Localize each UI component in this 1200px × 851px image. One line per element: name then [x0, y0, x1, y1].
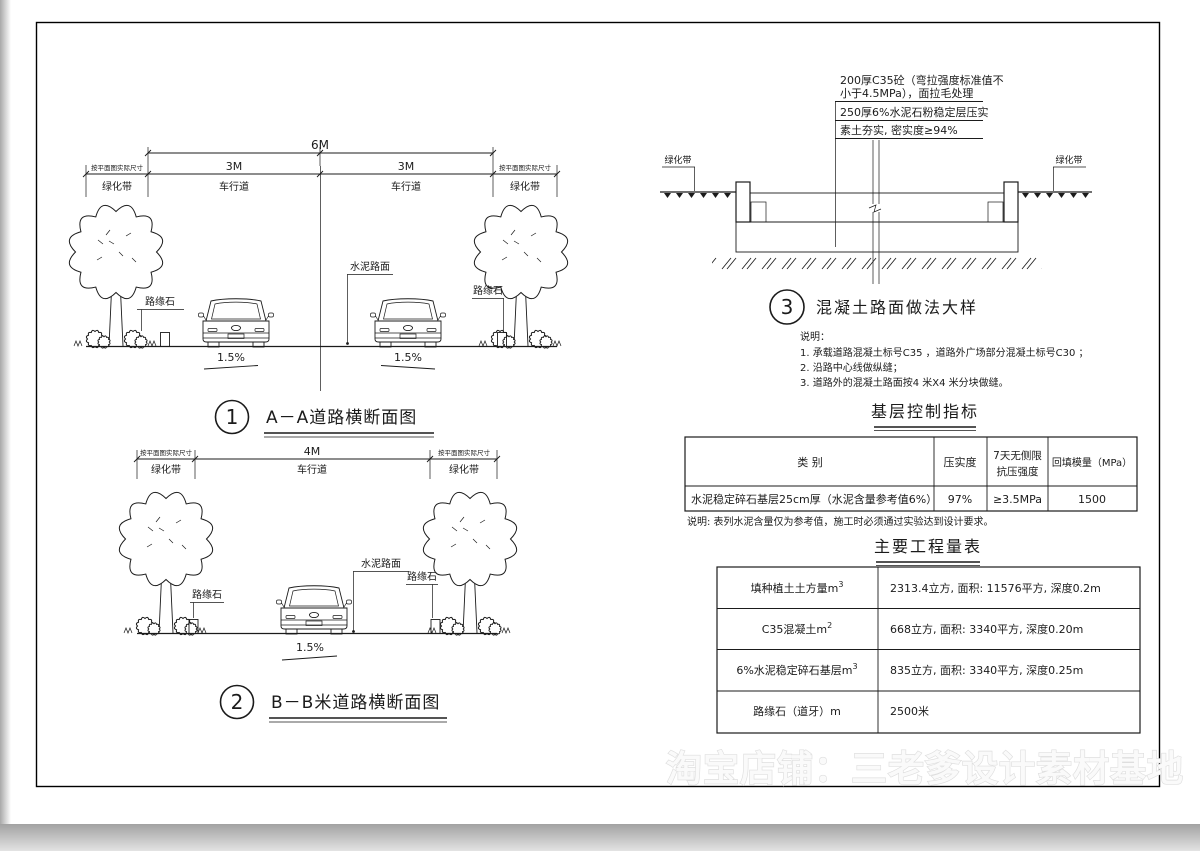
section-title: A－A道路横断面图 — [266, 408, 417, 428]
curb-left — [188, 619, 199, 634]
curb-footing-right — [987, 201, 1004, 223]
label-curb-left: 路缘石 — [192, 588, 222, 601]
annotation-subgrade: 素土夯实, 密实度≥94% — [840, 123, 958, 137]
cell-item: 6%水泥稳定碎石基层m3 — [736, 662, 857, 677]
label-green-right: 绿化带 — [449, 463, 479, 476]
label-lane: 车行道 — [297, 463, 327, 476]
col-category: 类 别 — [797, 455, 823, 469]
notes-title: 说明： — [800, 330, 830, 343]
dim-lane-left: 3M — [226, 160, 243, 173]
detail-pavement: 200厚C35砼（弯拉强度标准值不 小于4.5MPa），面拉毛处理 250厚6%… — [660, 73, 1092, 389]
cell-strength: ≥3.5MPa — [993, 493, 1042, 506]
section-title: B－B米道路横断面图 — [271, 693, 440, 713]
section-bb: 4M 按平面图实际尺寸 按平面图实际尺寸 绿化带 车行道 绿化带 水泥路面 路缘… — [119, 445, 516, 723]
cell-value: 668立方, 面积: 3340平方, 深度0.20m — [890, 622, 1083, 636]
drawing-border — [35, 21, 1161, 788]
section-number: 2 — [231, 690, 244, 714]
table-row: 路缘石（道牙）m 2500米 — [753, 704, 929, 718]
label-curb-left: 路缘石 — [145, 295, 175, 308]
annotation-base: 250厚6%水泥石粉稳定层压实 — [840, 105, 988, 119]
label-curb-right: 路缘石 — [407, 570, 437, 583]
label-pavement: 水泥路面 — [350, 260, 390, 273]
curb-right — [1003, 181, 1019, 223]
car-left — [198, 298, 274, 348]
curb-left — [735, 181, 751, 223]
curb-left — [160, 332, 170, 347]
base-layer — [735, 221, 1019, 253]
section-number-circle — [219, 684, 255, 720]
base-control-table: 基层控制指标 类 别 压实度 7天无侧限 抗压强度 回填模量（MPa） 水泥稳定… — [684, 402, 1138, 528]
car — [276, 585, 352, 635]
tree-left — [69, 205, 162, 348]
dim-note-right: 按平面图实际尺寸 — [438, 448, 491, 457]
table-row: 填种植土土方量m3 2313.4立方, 面积: 11576平方, 深度0.2m — [751, 580, 1101, 595]
slope-right: 1.5% — [394, 351, 422, 364]
label-pavement: 水泥路面 — [361, 557, 401, 570]
dim-note-left: 按平面图实际尺寸 — [91, 163, 144, 172]
slope: 1.5% — [296, 641, 324, 654]
tree-right — [474, 205, 567, 348]
cell-item: 路缘石（道牙）m — [753, 704, 841, 718]
cell-category: 水泥稳定碎石基层25cm厚（水泥含量参考值6%） — [691, 492, 937, 506]
tree-right — [423, 492, 516, 635]
table-title: 主要工程量表 — [874, 537, 982, 556]
section-aa: 6M 3M 3M 按平面图实际尺寸 按平面图实际尺寸 绿化带 车行道 车行道 绿… — [69, 138, 567, 438]
dim-total: 6M — [311, 138, 329, 152]
note-1: 1. 承载道路混凝土标号C35 ，道路外广场部分混凝土标号C30 ； — [800, 346, 1089, 359]
concrete-layer — [749, 192, 1005, 223]
note-2: 2. 沿路中心线做纵缝； — [800, 361, 903, 374]
table-note: 说明: 表列水泥含量仅为参考值，施工时必须通过实验达到设计要求。 — [687, 515, 994, 528]
cell-item: C35混凝土m2 — [762, 621, 833, 636]
dim-lane-right: 3M — [398, 160, 415, 173]
cell-item: 填种植土土方量m3 — [751, 580, 844, 595]
cell-value: 2500米 — [890, 705, 929, 718]
detail-title: 混凝土路面做法大样 — [816, 298, 978, 317]
section-number-circle — [214, 399, 250, 435]
watermark-text: 淘宝店铺：三老爹设计素材基地 — [666, 749, 1184, 790]
note-3: 3. 道路外的混凝土路面按4 米X4 米分块做缝。 — [800, 376, 1009, 389]
label-green-right: 绿化带 — [510, 180, 540, 193]
table-row: 6%水泥稳定碎石基层m3 835立方, 面积: 3340平方, 深度0.25m — [736, 662, 1083, 677]
label-green-right: 绿化带 — [1055, 154, 1082, 166]
label-green-left: 绿化带 — [664, 154, 691, 166]
table-title: 基层控制指标 — [871, 402, 979, 421]
label-curb-right: 路缘石 — [473, 284, 503, 297]
cell-compaction: 97% — [948, 493, 972, 506]
detail-number-circle — [769, 289, 805, 325]
label-green-left: 绿化带 — [102, 180, 132, 193]
curb-right — [497, 332, 507, 347]
col-strength-line1: 7天无侧限 — [993, 449, 1042, 462]
dim-note-right: 按平面图实际尺寸 — [499, 163, 552, 172]
dim-note-left: 按平面图实际尺寸 — [140, 448, 193, 457]
col-modulus: 回填模量（MPa） — [1052, 456, 1132, 469]
page-edge-bottom — [0, 824, 1200, 851]
annotation-concrete-2: 小于4.5MPa），面拉毛处理 — [840, 86, 973, 100]
cell-value: 835立方, 面积: 3340平方, 深度0.25m — [890, 663, 1083, 677]
table-row: C35混凝土m2 668立方, 面积: 3340平方, 深度0.20m — [762, 621, 1084, 636]
label-lane-left: 车行道 — [219, 180, 249, 193]
detail-number: 3 — [781, 295, 794, 319]
col-strength-line2: 抗压强度 — [997, 465, 1039, 478]
car-right — [370, 298, 446, 348]
subgrade-hatch — [712, 254, 1042, 271]
section-number: 1 — [226, 405, 239, 429]
cell-modulus: 1500 — [1078, 493, 1106, 506]
dim-total: 4M — [304, 445, 321, 458]
annotation-concrete-1: 200厚C35砼（弯拉强度标准值不 — [840, 73, 1004, 87]
cell-value: 2313.4立方, 面积: 11576平方, 深度0.2m — [890, 581, 1101, 595]
slope-left: 1.5% — [217, 351, 245, 364]
label-green-left: 绿化带 — [151, 463, 181, 476]
curb-footing-left — [750, 201, 767, 223]
curb-right — [430, 619, 441, 634]
page-edge-left — [0, 0, 11, 851]
quantity-table: 主要工程量表 填种植土土方量m3 2313.4立方, 面积: 11576平方, … — [716, 537, 1141, 734]
table-row: 水泥稳定碎石基层25cm厚（水泥含量参考值6%） 97% ≥3.5MPa 150… — [691, 492, 1106, 506]
col-compaction: 压实度 — [944, 455, 977, 469]
tree-left — [119, 492, 212, 635]
label-lane-right: 车行道 — [391, 180, 421, 193]
